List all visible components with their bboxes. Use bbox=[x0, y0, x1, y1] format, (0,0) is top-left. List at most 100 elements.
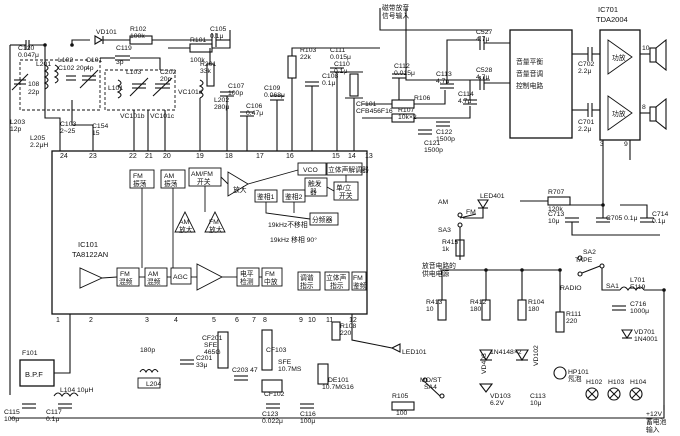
svg-text:L103: L103 bbox=[126, 69, 141, 76]
svg-text:TAPE: TAPE bbox=[575, 257, 593, 264]
r104 bbox=[517, 299, 527, 321]
svg-text:CF201: CF201 bbox=[202, 335, 223, 342]
svg-text:CF101: CF101 bbox=[356, 101, 377, 108]
svg-text:氖泡: 氖泡 bbox=[568, 374, 582, 383]
svg-text:10μ: 10μ bbox=[530, 400, 542, 407]
svg-text:CF102: CF102 bbox=[264, 391, 285, 398]
r707 bbox=[547, 196, 571, 206]
svg-text:C701: C701 bbox=[578, 119, 594, 126]
l204-coil bbox=[139, 368, 159, 374]
pin-10: 10 bbox=[308, 317, 316, 324]
svg-text:C201: C201 bbox=[196, 355, 212, 362]
svg-text:C114: C114 bbox=[458, 91, 474, 98]
pin-3: 3 bbox=[145, 317, 149, 324]
block-stereo-ind bbox=[324, 271, 350, 291]
svg-text:0.1μ: 0.1μ bbox=[334, 68, 347, 75]
svg-text:SFE: SFE bbox=[278, 359, 292, 366]
de101 bbox=[317, 363, 329, 385]
svg-text:10: 10 bbox=[426, 306, 434, 313]
svg-text:0.022μ: 0.022μ bbox=[262, 418, 283, 425]
h103-icon bbox=[607, 387, 621, 401]
svg-text:SA1: SA1 bbox=[606, 283, 619, 290]
pin-19: 19 bbox=[196, 153, 204, 160]
svg-text:L202: L202 bbox=[214, 97, 229, 104]
svg-text:465G: 465G bbox=[204, 349, 221, 356]
svg-text:VD102: VD102 bbox=[533, 345, 540, 366]
svg-text:15: 15 bbox=[92, 130, 100, 137]
audio-proc-line2: 音量音调 bbox=[516, 69, 543, 78]
svg-text:4.7μ: 4.7μ bbox=[476, 74, 489, 81]
svg-text:L205: L205 bbox=[30, 135, 45, 142]
cf103 bbox=[261, 329, 273, 371]
hp101-icon bbox=[553, 366, 567, 380]
svg-text:4.7μ: 4.7μ bbox=[436, 78, 449, 85]
svg-text:蓄电池: 蓄电池 bbox=[646, 417, 667, 426]
l701-coil bbox=[619, 286, 645, 291]
pin-1: 1 bbox=[56, 317, 60, 324]
svg-text:1500p: 1500p bbox=[436, 136, 455, 143]
audio-proc-line3: 控制电路 bbox=[516, 81, 543, 90]
svg-text:108: 108 bbox=[28, 81, 40, 88]
svg-text:CF103: CF103 bbox=[266, 347, 287, 354]
block-level-det-label: 电平检测 bbox=[240, 269, 254, 286]
svg-text:VD701: VD701 bbox=[634, 329, 655, 336]
r108 bbox=[331, 321, 341, 341]
svg-text:放音电路的: 放音电路的 bbox=[422, 261, 456, 270]
f101-label: F101 bbox=[22, 350, 38, 357]
svg-text:0.047μ: 0.047μ bbox=[18, 52, 39, 59]
svg-text:8: 8 bbox=[642, 104, 646, 111]
svg-text:FM: FM bbox=[466, 209, 476, 216]
svg-text:10k×2: 10k×2 bbox=[398, 114, 417, 121]
svg-text:R107: R107 bbox=[398, 107, 414, 114]
svg-text:C107: C107 bbox=[228, 83, 244, 90]
svg-text:SA2: SA2 bbox=[583, 249, 596, 256]
block-input-amp bbox=[79, 267, 104, 289]
pin-11: 11 bbox=[326, 317, 333, 324]
svg-text:E119: E119 bbox=[630, 284, 646, 291]
svg-text:280μ: 280μ bbox=[214, 104, 229, 111]
svg-text:0.015μ: 0.015μ bbox=[330, 54, 351, 61]
svg-text:R105: R105 bbox=[392, 393, 408, 400]
svg-text:C106: C106 bbox=[246, 103, 262, 110]
svg-text:10.7MS: 10.7MS bbox=[278, 366, 302, 373]
svg-text:VC101d: VC101d bbox=[178, 89, 203, 96]
svg-text:C702: C702 bbox=[578, 61, 594, 68]
svg-text:180: 180 bbox=[470, 306, 482, 313]
svg-text:3: 3 bbox=[600, 141, 604, 148]
svg-text:2~25: 2~25 bbox=[60, 128, 76, 135]
svg-text:C105: C105 bbox=[210, 26, 226, 33]
block-stereo-decoder-label: 立体声解调器 bbox=[328, 165, 369, 174]
svg-text:180: 180 bbox=[528, 306, 540, 313]
svg-text:VC101c: VC101c bbox=[150, 113, 175, 120]
pin-23: 23 bbox=[89, 153, 97, 160]
frontend-circuit bbox=[9, 30, 480, 395]
svg-text:VD103: VD103 bbox=[490, 393, 511, 400]
pin-13: 13 bbox=[365, 153, 373, 160]
svg-text:0.068μ: 0.068μ bbox=[264, 92, 285, 99]
svg-text:R413: R413 bbox=[426, 299, 442, 306]
block-trigger-label: 触发器 bbox=[308, 179, 322, 196]
cf102 bbox=[261, 379, 283, 393]
svg-text:L201: L201 bbox=[36, 61, 51, 68]
svg-text:H103: H103 bbox=[608, 379, 624, 386]
svg-text:C109: C109 bbox=[264, 85, 280, 92]
svg-text:RADIO: RADIO bbox=[560, 285, 582, 292]
svg-text:R108: R108 bbox=[340, 323, 356, 330]
svg-text:C117: C117 bbox=[46, 409, 62, 416]
svg-text:L101: L101 bbox=[108, 85, 123, 92]
svg-text:C123: C123 bbox=[262, 411, 278, 418]
svg-text:L204: L204 bbox=[146, 381, 161, 388]
svg-text:C112: C112 bbox=[394, 63, 410, 70]
svg-text:SFE: SFE bbox=[204, 342, 218, 349]
svg-text:4.7μ: 4.7μ bbox=[476, 36, 489, 43]
block-am-amp-triangle bbox=[174, 210, 196, 233]
vd701-icon bbox=[621, 329, 633, 340]
block-tuning-ind-label: 调谐指示 bbox=[300, 273, 314, 290]
svg-text:0.1μ: 0.1μ bbox=[46, 416, 59, 423]
svg-text:0.1μ: 0.1μ bbox=[210, 33, 223, 40]
bpf-label: B.P.F bbox=[25, 370, 43, 379]
h104-icon bbox=[629, 387, 643, 401]
svg-text:L701: L701 bbox=[630, 277, 645, 284]
